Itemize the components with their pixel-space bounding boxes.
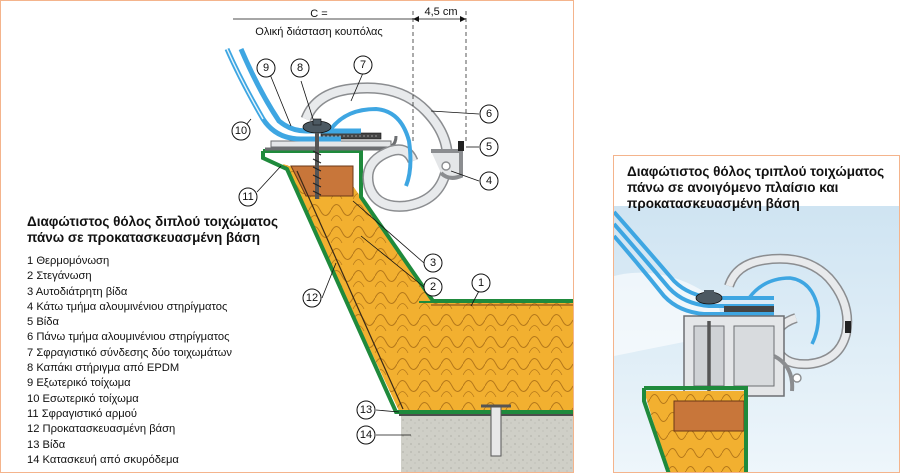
legend-item: 5 Βίδα	[27, 316, 59, 329]
legend-item: 11 Σφραγιστικό αρμού	[27, 407, 138, 420]
right-diagram-title: Διαφώτιστος θόλος τριπλού τοιχώματος πάν…	[627, 164, 885, 211]
legend-list: 1 Θερμομόνωση 2 Στεγάνωση 3 Αυτοδιάτρητη…	[27, 254, 232, 468]
wood-nailer	[290, 165, 354, 197]
prefab-base	[283, 164, 433, 411]
svg-text:12: 12	[306, 292, 318, 304]
svg-text:8: 8	[297, 62, 303, 74]
svg-text:9: 9	[263, 62, 269, 74]
callout-14: 14	[356, 425, 376, 445]
callout-1: 1	[471, 273, 491, 293]
callout-13: 13	[356, 400, 376, 420]
svg-text:7: 7	[360, 59, 366, 71]
outer-wall	[238, 48, 361, 134]
legend-item: 1 Θερμομόνωση	[27, 255, 110, 267]
anchor-bolt	[490, 405, 502, 457]
waterproofing-right	[644, 386, 748, 472]
dimension-c-label: C =	[310, 8, 327, 20]
callout-5: 5	[479, 137, 499, 157]
callout-4: 4	[479, 171, 499, 191]
callout-11: 11	[238, 187, 258, 207]
svg-text:6: 6	[486, 108, 492, 120]
callout-2: 2	[423, 277, 443, 297]
callout-10: 10	[231, 121, 251, 141]
two-wall-joint-seal	[329, 106, 413, 187]
concrete-structure	[401, 416, 573, 472]
svg-text:5: 5	[486, 141, 492, 153]
callout-3: 3	[423, 253, 443, 273]
legend-item: 4 Κάτω τμήμα αλουμινένιου στηρίγματος	[27, 300, 228, 313]
callout-6: 6	[479, 104, 499, 124]
legend-item: 14 Κατασκευή από σκυρόδεμα	[27, 453, 179, 466]
svg-text:10: 10	[235, 125, 247, 137]
left-diagram-title: Διαφώτιστος θόλος διπλού τοιχώματος πάνω…	[27, 214, 279, 245]
callout-7: 7	[353, 55, 373, 75]
right-diagram-panel: Διαφώτιστος θόλος τριπλού τοιχώματος πάν…	[613, 155, 900, 473]
callout-8: 8	[290, 58, 310, 78]
small-screw	[458, 141, 464, 151]
svg-text:3: 3	[430, 257, 436, 269]
legend-item: 12 Προκατασκευασμένη βάση	[27, 423, 176, 436]
svg-text:14: 14	[360, 429, 372, 441]
svg-text:4: 4	[486, 175, 492, 187]
legend-item: 7 Σφραγιστικό σύνδεσης δύο τοιχωμάτων	[27, 346, 232, 359]
svg-text:11: 11	[242, 191, 253, 203]
callout-12: 12	[302, 288, 322, 308]
legend-item: 9 Εξωτερικό τοίχωμα	[27, 377, 131, 390]
dimension-c-description: Ολική διάσταση κουπόλας	[255, 26, 382, 38]
legend-item: 2 Στεγάνωση	[27, 270, 92, 283]
legend-item: 13 Βίδα	[27, 438, 66, 451]
left-diagram-panel: C = Ολική διάσταση κουπόλας 4,5 cm 1 2 3…	[0, 0, 574, 473]
legend-item: 6 Πάνω τμήμα αλουμινένιου στηρίγματος	[27, 331, 230, 344]
callout-9: 9	[256, 58, 276, 78]
legend-item: 8 Καπάκι στήριγμα από EPDM	[27, 362, 180, 375]
svg-text:13: 13	[360, 404, 372, 416]
legend-item: 10 Εσωτερικό τοίχωμα	[27, 392, 139, 405]
wood-nailer-right	[673, 400, 745, 432]
svg-text:1: 1	[478, 277, 484, 289]
roof-insulation	[419, 301, 573, 411]
dimension-offset: 4,5 cm	[424, 6, 457, 18]
double-wall-dome-drawing: C = Ολική διάσταση κουπόλας 4,5 cm 1 2 3…	[224, 6, 573, 472]
svg-text:2: 2	[430, 281, 436, 293]
legend-item: 3 Αυτοδιάτρητη βίδα	[27, 285, 128, 298]
curb-waterproofing	[261, 151, 573, 414]
triple-wall-dome-drawing	[614, 206, 899, 472]
